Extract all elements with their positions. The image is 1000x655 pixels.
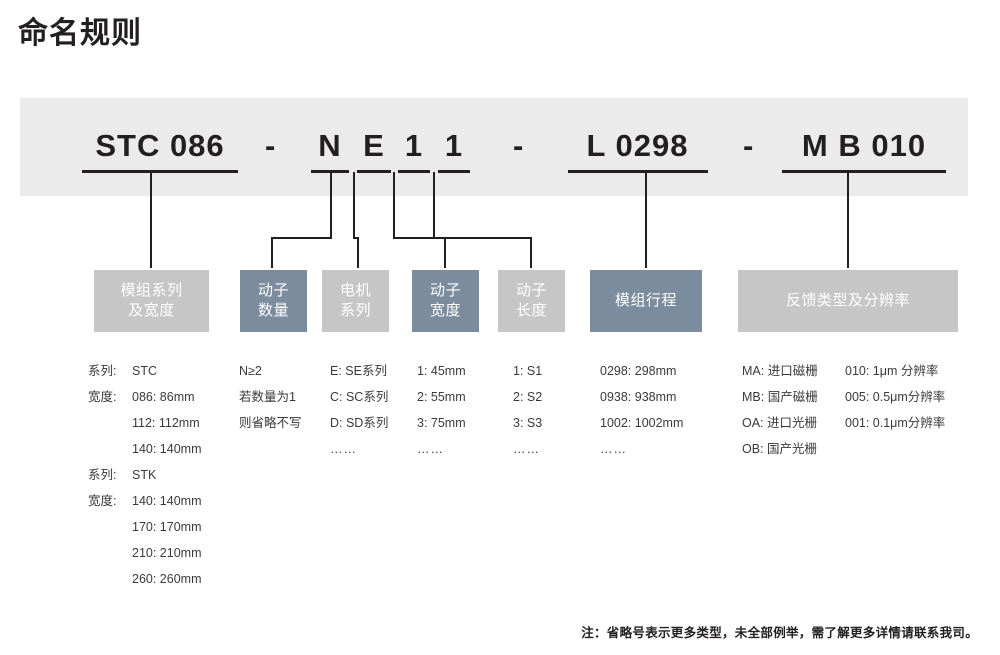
detail-value: 260: 260mm <box>132 572 202 586</box>
detail-line: E: SE系列 <box>330 364 387 378</box>
detail-value: 086: 86mm <box>132 390 195 404</box>
detail-line: OB: 国产光栅 <box>742 442 818 456</box>
detail-column-motor-series: E: SE系列 C: SC系列 D: SD系列 …… <box>330 358 388 462</box>
detail-key <box>88 514 132 540</box>
pn-dash-1: - <box>265 128 276 163</box>
detail-line-ellipsis: …… <box>417 442 444 456</box>
category-box-mover-count: 动子 数量 <box>240 270 307 332</box>
detail-line: 3: S3 <box>513 416 543 430</box>
detail-key: 宽度: <box>88 390 117 404</box>
detail-value: STK <box>132 468 157 482</box>
category-box-series-width: 模组系列 及宽度 <box>94 270 209 332</box>
detail-key <box>88 540 132 566</box>
detail-line: OA: 进口光栅 <box>742 416 818 430</box>
pn-segment-mover-width: 1 <box>404 128 424 163</box>
page-title: 命名规则 <box>18 17 142 50</box>
detail-line: 0298: 298mm <box>600 364 677 378</box>
detail-row: 140: 140mm <box>88 436 201 462</box>
pn-dash-2: - <box>513 128 524 163</box>
detail-row: 系列: STC <box>88 358 201 384</box>
detail-row: 170: 170mm <box>88 514 201 540</box>
pn-underline-mover-length <box>438 170 470 173</box>
detail-line: 010: 1μm 分辨率 <box>845 364 939 378</box>
detail-column-mover-length: 1: S1 2: S2 3: S3 …… <box>513 358 542 462</box>
pn-segment-stroke: L 0298 <box>586 128 689 163</box>
detail-key <box>88 436 132 462</box>
pn-dash-3: - <box>743 128 754 163</box>
pn-segment-mover-count: N <box>318 128 342 163</box>
pn-segment-feedback: M B 010 <box>801 128 927 163</box>
detail-row: 112: 112mm <box>88 410 201 436</box>
category-label-mover-width: 动子 宽度 <box>429 281 461 319</box>
category-label-mover-count: 动子 数量 <box>257 281 289 319</box>
detail-row: 260: 260mm <box>88 566 201 592</box>
detail-value: STC <box>132 364 157 378</box>
detail-line: MA: 进口磁栅 <box>742 364 818 378</box>
category-label-series-width: 模组系列 及宽度 <box>120 281 183 319</box>
detail-row: 210: 210mm <box>88 540 201 566</box>
detail-line: 3: 75mm <box>417 416 466 430</box>
category-label-stroke: 模组行程 <box>614 291 677 309</box>
detail-value: 140: 140mm <box>132 494 202 508</box>
detail-line: N≥2 <box>239 364 262 378</box>
part-number-row: STC 086 - N E 1 1 - L 0298 - M B 010 <box>20 98 968 196</box>
detail-line: 1002: 1002mm <box>600 416 684 430</box>
detail-line: 1: 45mm <box>417 364 466 378</box>
category-label-mover-length: 动子 长度 <box>515 281 547 319</box>
pn-underline-motor-series <box>357 170 391 173</box>
detail-key: 系列: <box>88 468 117 482</box>
detail-row: 系列: STK <box>88 462 201 488</box>
detail-column-feedback-type: MA: 进口磁栅 MB: 国产磁栅 OA: 进口光栅 OB: 国产光栅 <box>742 358 818 462</box>
detail-line: 0938: 938mm <box>600 390 677 404</box>
detail-column-stroke: 0298: 298mm 0938: 938mm 1002: 1002mm …… <box>600 358 683 462</box>
detail-value: 170: 170mm <box>132 520 202 534</box>
detail-line: D: SD系列 <box>330 416 389 430</box>
detail-row: 宽度: 140: 140mm <box>88 488 201 514</box>
detail-column-series-width: 系列: STC 宽度: 086: 86mm 112: 112mm 140: 140m… <box>88 358 201 592</box>
detail-line: 2: S2 <box>513 390 543 404</box>
detail-line: 2: 55mm <box>417 390 466 404</box>
detail-column-feedback-resolution: 010: 1μm 分辨率 005: 0.5μm分辨率 001: 0.1μm分辨率 <box>845 358 945 436</box>
pn-underline-mover-count <box>311 170 349 173</box>
category-label-feedback: 反馈类型及分辨率 <box>785 291 910 309</box>
pn-segment-series-width: STC 086 <box>95 128 225 163</box>
detail-column-mover-width: 1: 45mm 2: 55mm 3: 75mm …… <box>417 358 466 462</box>
pn-underline-series-width <box>82 170 238 173</box>
detail-value: 210: 210mm <box>132 546 202 560</box>
pn-segment-motor-series: E <box>363 128 385 163</box>
detail-line: 若数量为1 <box>239 390 296 404</box>
detail-line: 则省略不写 <box>239 416 302 430</box>
category-box-stroke: 模组行程 <box>590 270 702 332</box>
category-box-feedback: 反馈类型及分辨率 <box>738 270 958 332</box>
category-box-mover-width: 动子 宽度 <box>412 270 479 332</box>
pn-underline-feedback <box>782 170 946 173</box>
detail-value: 112: 112mm <box>132 416 200 430</box>
detail-line: 005: 0.5μm分辨率 <box>845 390 946 404</box>
detail-key <box>88 566 132 592</box>
pn-underline-mover-width <box>398 170 430 173</box>
detail-value: 140: 140mm <box>132 442 202 456</box>
category-box-mover-length: 动子 长度 <box>498 270 565 332</box>
detail-line-ellipsis: …… <box>330 442 357 456</box>
pn-underline-stroke <box>568 170 708 173</box>
detail-key: 宽度: <box>88 494 117 508</box>
detail-column-mover-count: N≥2 若数量为1 则省略不写 <box>239 358 302 436</box>
detail-line: 1: S1 <box>513 364 543 378</box>
detail-line-ellipsis: …… <box>513 442 540 456</box>
footnote: 注：省略号表示更多类型，未全部例举，需了解更多详情请联系我司。 <box>581 626 978 640</box>
category-box-motor-series: 电机 系列 <box>322 270 389 332</box>
detail-line: 001: 0.1μm分辨率 <box>845 416 946 430</box>
detail-key: 系列: <box>88 364 117 378</box>
pn-segment-mover-length: 1 <box>444 128 464 163</box>
detail-key <box>88 410 132 436</box>
detail-line: MB: 国产磁栅 <box>742 390 818 404</box>
detail-line: C: SC系列 <box>330 390 389 404</box>
category-label-motor-series: 电机 系列 <box>339 281 371 319</box>
detail-row: 宽度: 086: 86mm <box>88 384 201 410</box>
detail-line-ellipsis: …… <box>600 442 627 456</box>
